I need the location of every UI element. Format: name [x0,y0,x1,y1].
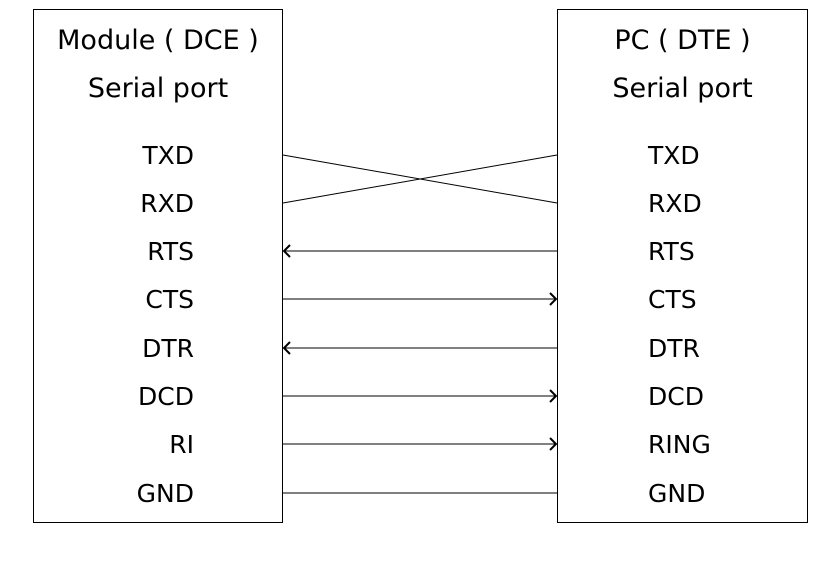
arrow-dtr-icon [282,341,291,355]
dte-pin-cts: CTS [648,285,697,314]
dte-pin-gnd: GND [648,479,706,508]
dte-pin-ring: RING [648,430,711,459]
dte-subtitle: Serial port [612,73,753,104]
arrow-rts-icon [282,244,291,258]
dce-title: Module ( DCE ) [57,25,259,56]
arrow-ri-icon [549,437,558,451]
dte-pin-txd: TXD [648,141,700,170]
dce-pin-txd: TXD [142,141,194,170]
dte-pin-dcd: DCD [648,382,704,411]
dte-title: PC ( DTE ) [614,25,751,56]
arrow-cts-icon [549,292,558,306]
dce-pin-ri: RI [169,430,194,459]
dte-pin-rxd: RXD [648,189,702,218]
dce-pin-cts: CTS [145,285,194,314]
dte-box: PC ( DTE ) Serial port TXD RXD RTS CTS D… [557,9,808,523]
dce-pin-dcd: DCD [138,382,194,411]
arrow-dcd-icon [549,389,558,403]
dce-pin-rts: RTS [147,237,194,266]
wire-rxd-txd [282,154,558,204]
dce-pin-rxd: RXD [140,189,194,218]
dte-pin-rts: RTS [648,237,695,266]
dce-box: Module ( DCE ) Serial port TXD RXD RTS C… [33,9,283,523]
dce-pin-gnd: GND [136,479,194,508]
dce-subtitle: Serial port [87,73,229,104]
dce-pin-dtr: DTR [142,334,194,363]
dte-pin-dtr: DTR [648,334,700,363]
